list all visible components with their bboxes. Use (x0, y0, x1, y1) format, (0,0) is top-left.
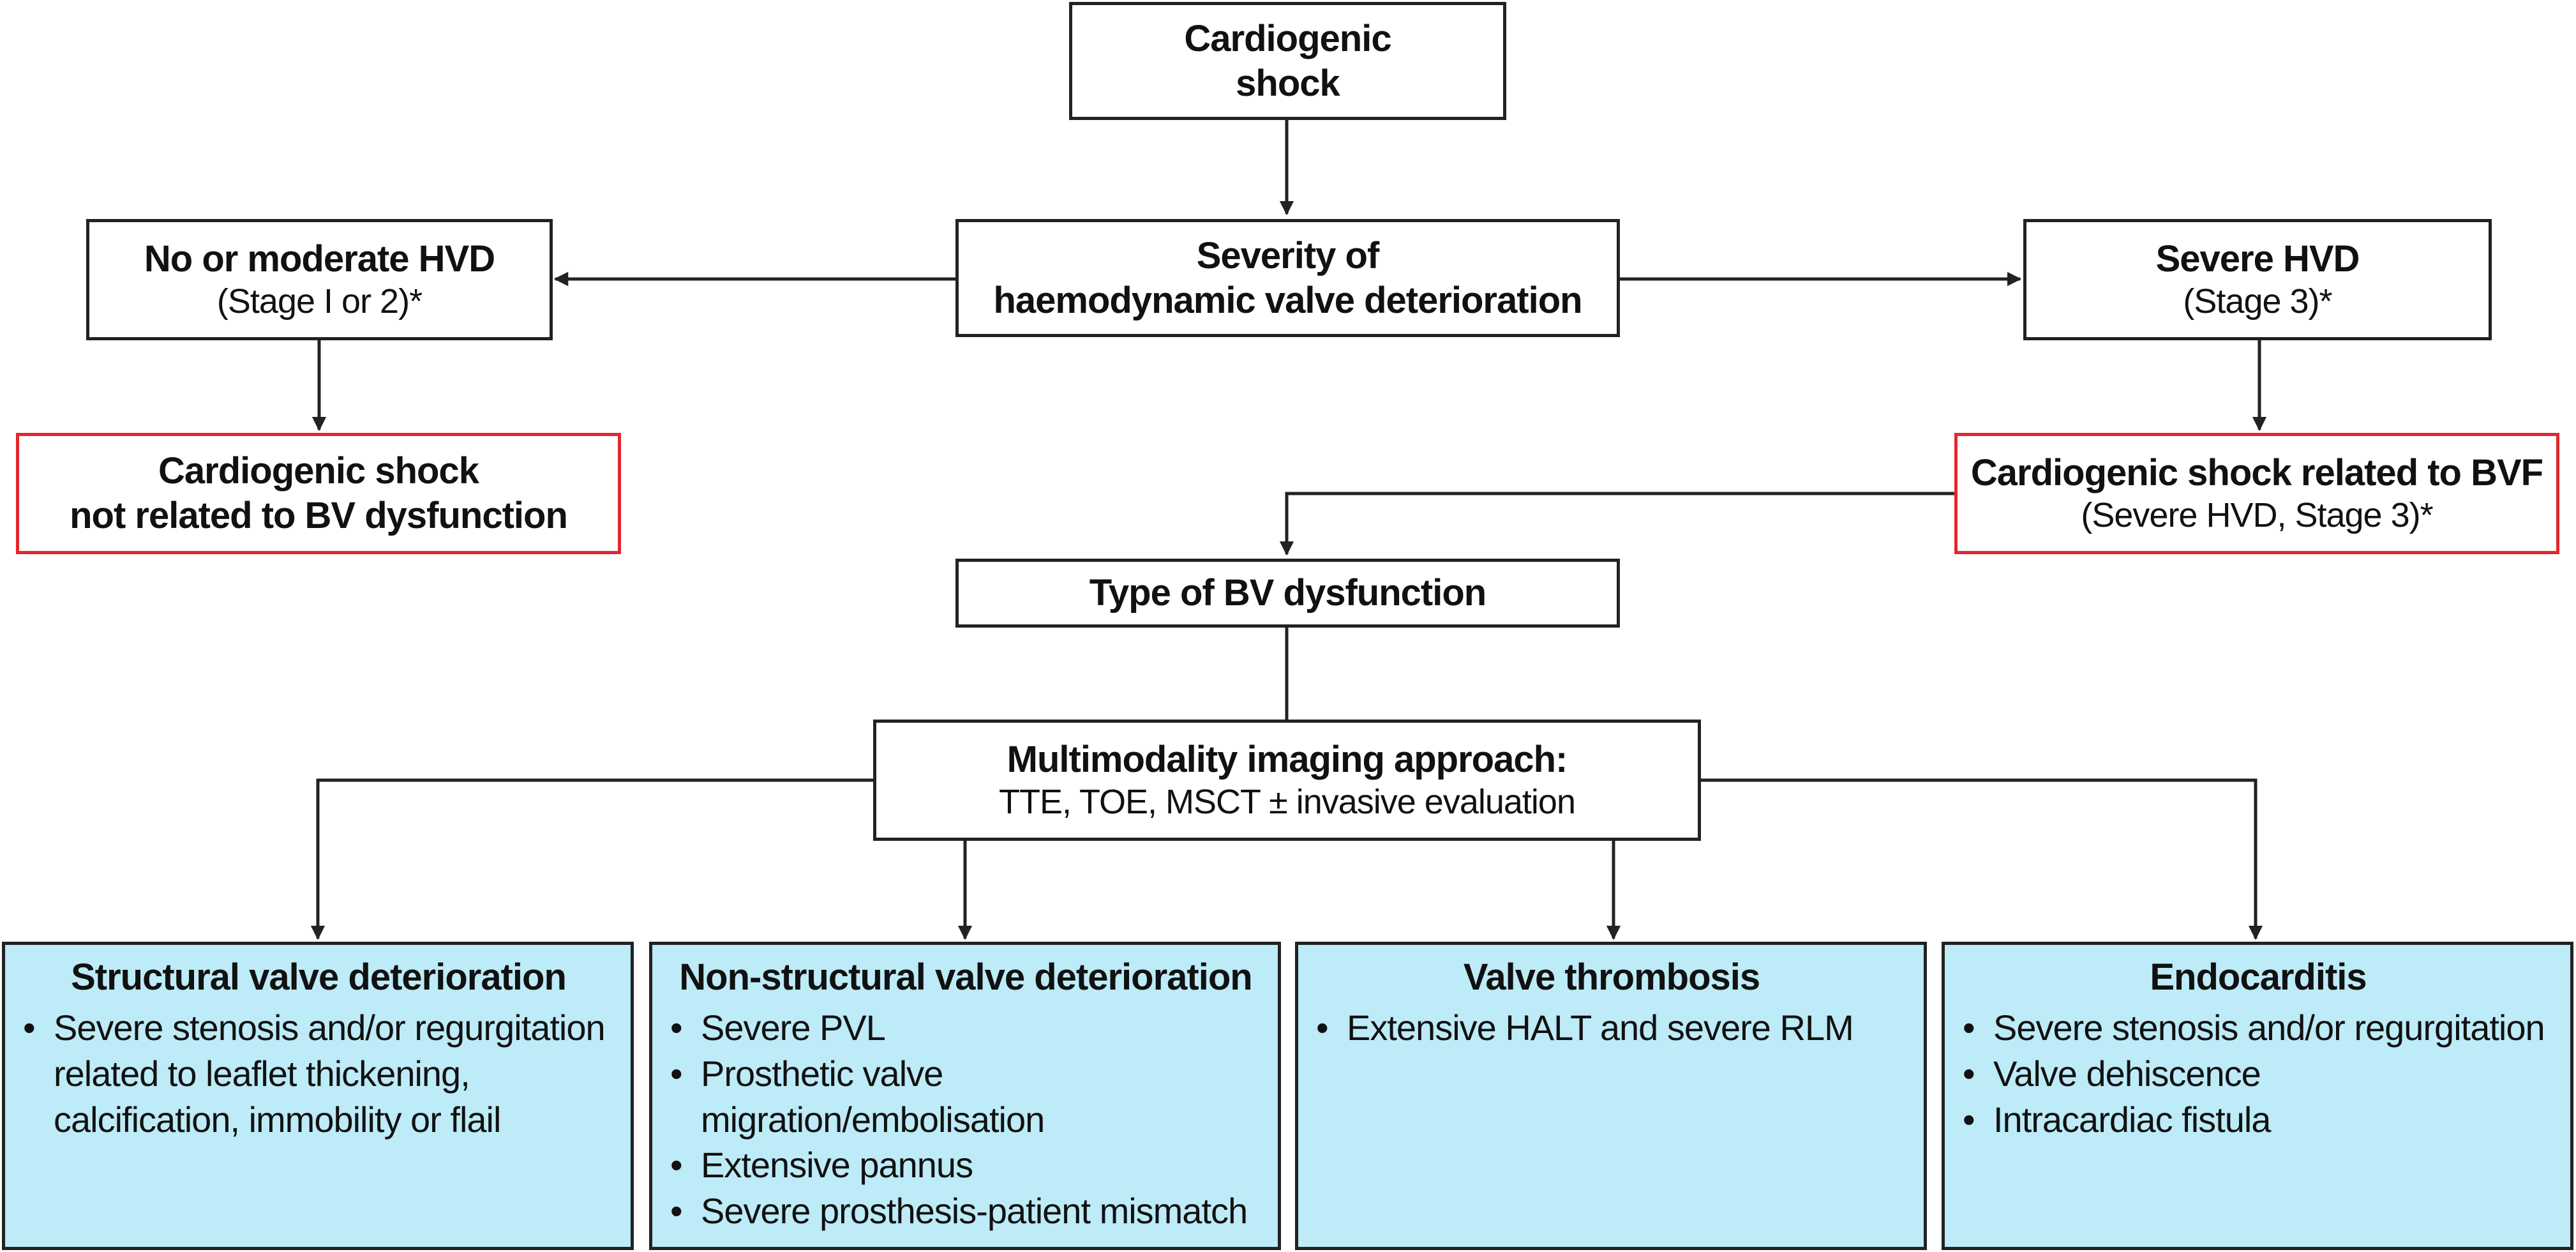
category-endocarditis-title: Endocarditis (2150, 956, 2367, 998)
list-item: Prosthetic valve migration/embolisation (669, 1051, 1262, 1142)
list-item: Severe prosthesis-patient mismatch (669, 1188, 1262, 1234)
node-cardiogenic-shock: Cardiogenic shock (1069, 2, 1506, 120)
category-endocarditis-list: Severe stenosis and/or regurgitation Val… (1961, 1005, 2555, 1142)
node-imaging-subtitle: TTE, TOE, MSCT ± invasive evaluation (999, 783, 1576, 822)
node-severe-hvd: Severe HVD (Stage 3)* (2023, 219, 2492, 340)
node-shock-related-subtitle: (Severe HVD, Stage 3)* (2081, 496, 2433, 535)
node-cardiogenic-shock-line2: shock (1236, 62, 1340, 104)
node-severity: Severity of haemodynamic valve deteriora… (955, 219, 1620, 337)
node-imaging-title: Multimodality imaging approach: (1007, 738, 1568, 780)
list-item: Extensive HALT and severe RLM (1315, 1005, 1908, 1051)
list-item: Severe stenosis and/or regurgitation (1961, 1005, 2555, 1051)
list-item: Intracardiac fistula (1961, 1097, 2555, 1143)
list-item: Valve dehiscence (1961, 1051, 2555, 1097)
category-thrombosis-list: Extensive HALT and severe RLM (1315, 1005, 1908, 1051)
node-type-bv: Type of BV dysfunction (955, 559, 1620, 628)
node-shock-not-related-line2: not related to BV dysfunction (70, 495, 568, 536)
category-structural-list: Severe stenosis and/or regurgitation rel… (22, 1005, 615, 1142)
arrow-imaging-to-endocarditis (1701, 778, 2263, 940)
node-shock-related-title: Cardiogenic shock related to BVF (1970, 451, 2543, 494)
arrow-related-to-type (1279, 492, 1954, 556)
node-severe-hvd-title: Severe HVD (2155, 238, 2360, 280)
category-thrombosis: Valve thrombosis Extensive HALT and seve… (1295, 942, 1927, 1250)
node-no-moderate-hvd-subtitle: (Stage I or 2)* (216, 282, 423, 321)
category-nonstructural: Non-structural valve deterioration Sever… (649, 942, 1281, 1250)
node-no-moderate-hvd: No or moderate HVD (Stage I or 2)* (86, 219, 553, 340)
list-item: Severe PVL (669, 1005, 1262, 1051)
list-item: Extensive pannus (669, 1142, 1262, 1188)
node-shock-not-related: Cardiogenic shock not related to BV dysf… (16, 433, 621, 554)
node-shock-not-related-line1: Cardiogenic shock (158, 450, 479, 492)
category-endocarditis: Endocarditis Severe stenosis and/or regu… (1942, 942, 2573, 1250)
node-type-bv-title: Type of BV dysfunction (1089, 572, 1486, 614)
node-severe-hvd-subtitle: (Stage 3)* (2183, 282, 2332, 321)
node-severity-line2: haemodynamic valve deterioration (993, 279, 1582, 321)
category-nonstructural-title: Non-structural valve deterioration (679, 956, 1252, 998)
node-imaging: Multimodality imaging approach: TTE, TOE… (873, 720, 1701, 841)
node-severity-line1: Severity of (1196, 234, 1380, 276)
list-item: Severe stenosis and/or regurgitation rel… (22, 1005, 615, 1142)
category-structural: Structural valve deterioration Severe st… (2, 942, 634, 1250)
category-nonstructural-list: Severe PVL Prosthetic valve migration/em… (669, 1005, 1262, 1233)
node-no-moderate-hvd-title: No or moderate HVD (144, 238, 495, 280)
category-structural-title: Structural valve deterioration (71, 956, 567, 998)
node-shock-related: Cardiogenic shock related to BVF (Severe… (1954, 433, 2559, 554)
node-cardiogenic-shock-line1: Cardiogenic (1184, 17, 1391, 59)
category-thrombosis-title: Valve thrombosis (1463, 956, 1760, 998)
arrow-imaging-to-structural (310, 778, 873, 940)
